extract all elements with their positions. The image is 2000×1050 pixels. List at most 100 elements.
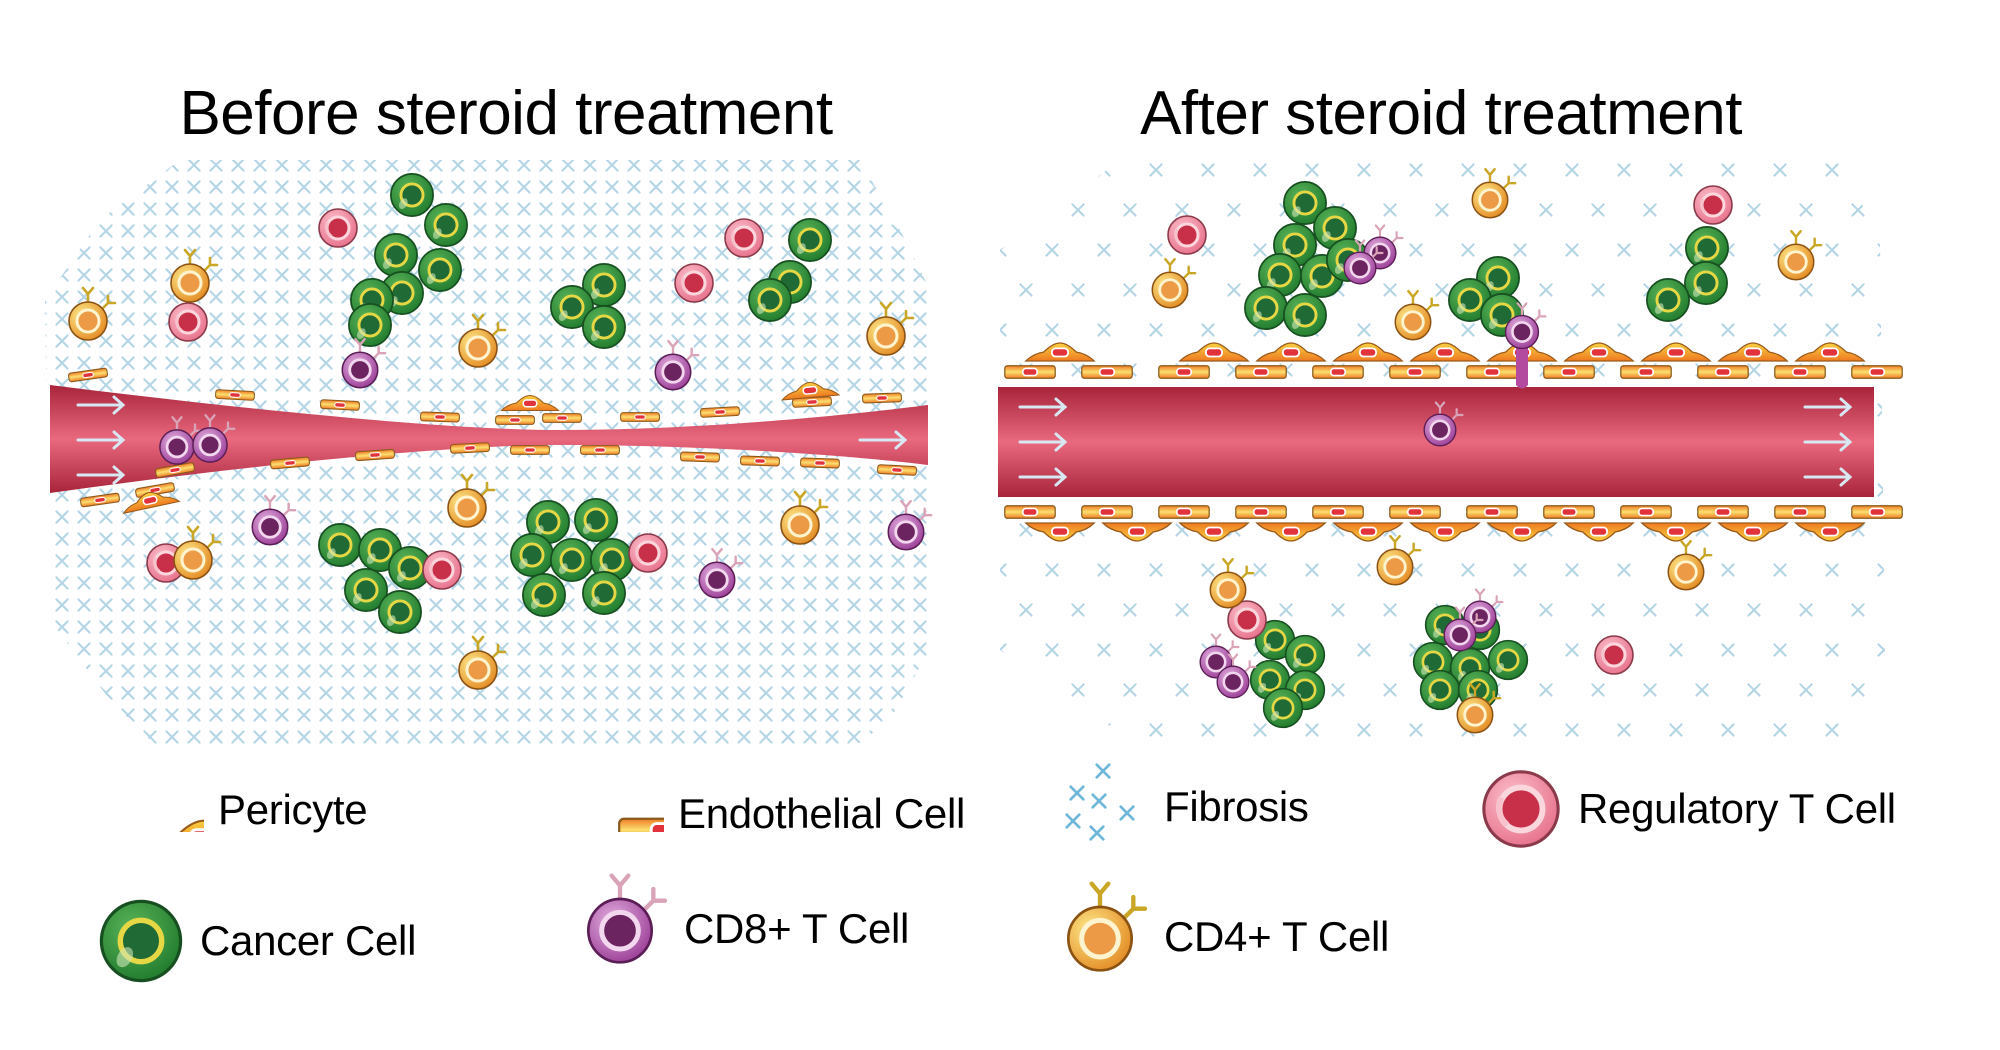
flow-arrow-icon bbox=[1018, 397, 1068, 417]
fibrosis-mark bbox=[495, 202, 509, 216]
fibrosis-mark bbox=[45, 312, 47, 326]
fibrosis-mark bbox=[539, 334, 553, 348]
fibrosis-mark bbox=[671, 642, 685, 656]
pericyte bbox=[1178, 522, 1250, 542]
fibrosis-mark bbox=[45, 378, 47, 392]
fibrosis-mark bbox=[1175, 203, 1189, 217]
fibrosis-mark bbox=[627, 664, 641, 678]
fibrosis-mark bbox=[1721, 563, 1735, 577]
fibrosis-mark bbox=[275, 334, 289, 348]
fibrosis-mark bbox=[891, 356, 905, 370]
cancer-cell bbox=[317, 522, 363, 568]
fibrosis-mark bbox=[605, 686, 619, 700]
fibrosis-mark bbox=[1877, 403, 1885, 417]
fibrosis-mark bbox=[253, 202, 267, 216]
fibrosis-mark bbox=[473, 202, 487, 216]
cancer-cell bbox=[747, 277, 793, 323]
fibrosis-mark bbox=[473, 598, 487, 612]
fibrosis-mark bbox=[825, 160, 839, 172]
fibrosis-mark bbox=[1877, 563, 1885, 577]
fibrosis-mark bbox=[143, 290, 157, 304]
endothelial-cell bbox=[419, 411, 461, 423]
fibrosis-mark bbox=[253, 356, 267, 370]
endothelial-cell bbox=[699, 405, 741, 419]
fibrosis-mark bbox=[1669, 163, 1683, 177]
legend-item-cd4-t-cell: CD4+ T Cell bbox=[1050, 878, 1389, 996]
fibrosis-mark bbox=[561, 620, 575, 634]
fibrosis-mark bbox=[319, 620, 333, 634]
fibrosis-mark bbox=[649, 246, 663, 260]
fibrosis-mark bbox=[77, 576, 91, 590]
fibrosis-mark bbox=[627, 180, 641, 194]
fibrosis-mark bbox=[297, 466, 311, 480]
flow-arrows-after bbox=[1018, 397, 1853, 487]
fibrosis-mark bbox=[77, 730, 91, 744]
fibrosis-mark bbox=[253, 334, 267, 348]
fibrosis-mark bbox=[1825, 243, 1839, 257]
fibrosis-mark bbox=[121, 202, 135, 216]
fibrosis-mark bbox=[869, 160, 883, 172]
fibrosis-mark bbox=[649, 642, 663, 656]
fibrosis-mark bbox=[45, 576, 47, 590]
fibrosis-mark bbox=[77, 510, 91, 524]
fibrosis-mark bbox=[341, 642, 355, 656]
fibrosis-mark bbox=[1097, 643, 1111, 657]
cd4-t-cell bbox=[457, 635, 507, 691]
fibrosis-mark bbox=[253, 466, 267, 480]
endothelial-cell bbox=[1696, 364, 1750, 380]
fibrosis-mark bbox=[319, 466, 333, 480]
fibrosis-mark bbox=[297, 532, 311, 546]
fibrosis-mark bbox=[869, 378, 883, 392]
fibrosis-mark bbox=[429, 356, 443, 370]
endothelial-cell bbox=[679, 451, 721, 463]
cancer-cell bbox=[549, 537, 595, 583]
regulatory-t-cell bbox=[317, 207, 359, 249]
fibrosis-mark bbox=[253, 576, 267, 590]
fibrosis-mark bbox=[847, 510, 861, 524]
fibrosis-mark bbox=[737, 334, 751, 348]
fibrosis-mark bbox=[1175, 683, 1189, 697]
fibrosis-mark bbox=[781, 620, 795, 634]
fibrosis-mark bbox=[803, 686, 817, 700]
fibrosis-mark bbox=[627, 708, 641, 722]
fibrosis-mark bbox=[847, 268, 861, 282]
fibrosis-mark bbox=[869, 224, 883, 238]
fibrosis-mark bbox=[781, 642, 795, 656]
fibrosis-mark bbox=[1591, 203, 1605, 217]
fibrosis-mark bbox=[1201, 163, 1215, 177]
fibrosis-mark bbox=[99, 620, 113, 634]
fibrosis-mark bbox=[759, 730, 773, 744]
fibrosis-mark bbox=[627, 290, 641, 304]
fibrosis-mark bbox=[649, 444, 663, 458]
fibrosis-mark bbox=[693, 510, 707, 524]
fibrosis-mark bbox=[1565, 643, 1579, 657]
fibrosis-mark bbox=[539, 356, 553, 370]
fibrosis-mark bbox=[539, 488, 553, 502]
pericyte bbox=[1178, 342, 1250, 362]
fibrosis-mark bbox=[1253, 163, 1267, 177]
fibrosis-mark bbox=[627, 224, 641, 238]
fibrosis-mark bbox=[1565, 163, 1579, 177]
fibrosis-mark bbox=[429, 730, 443, 744]
fibrosis-mark bbox=[913, 246, 927, 260]
fibrosis-mark bbox=[781, 466, 795, 480]
fibrosis-mark bbox=[209, 290, 223, 304]
fibrosis-mark bbox=[869, 202, 883, 216]
cd4-t-cell bbox=[1393, 289, 1440, 342]
fibrosis-mark bbox=[1253, 723, 1267, 737]
fibrosis-mark bbox=[231, 686, 245, 700]
fibrosis-mark bbox=[275, 620, 289, 634]
fibrosis-mark bbox=[517, 268, 531, 282]
fibrosis-mark bbox=[1435, 283, 1449, 297]
fibrosis-mark bbox=[275, 554, 289, 568]
fibrosis-mark bbox=[517, 488, 531, 502]
endothelial-cell bbox=[580, 445, 620, 455]
fibrosis-mark bbox=[605, 466, 619, 480]
fibrosis-mark bbox=[253, 488, 267, 502]
fibrosis-mark bbox=[55, 312, 69, 326]
fibrosis-mark bbox=[803, 160, 817, 172]
fibrosis-mark bbox=[781, 576, 795, 590]
fibrosis-mark bbox=[55, 686, 69, 700]
fibrosis-mark bbox=[781, 664, 795, 678]
fibrosis-mark bbox=[627, 510, 641, 524]
